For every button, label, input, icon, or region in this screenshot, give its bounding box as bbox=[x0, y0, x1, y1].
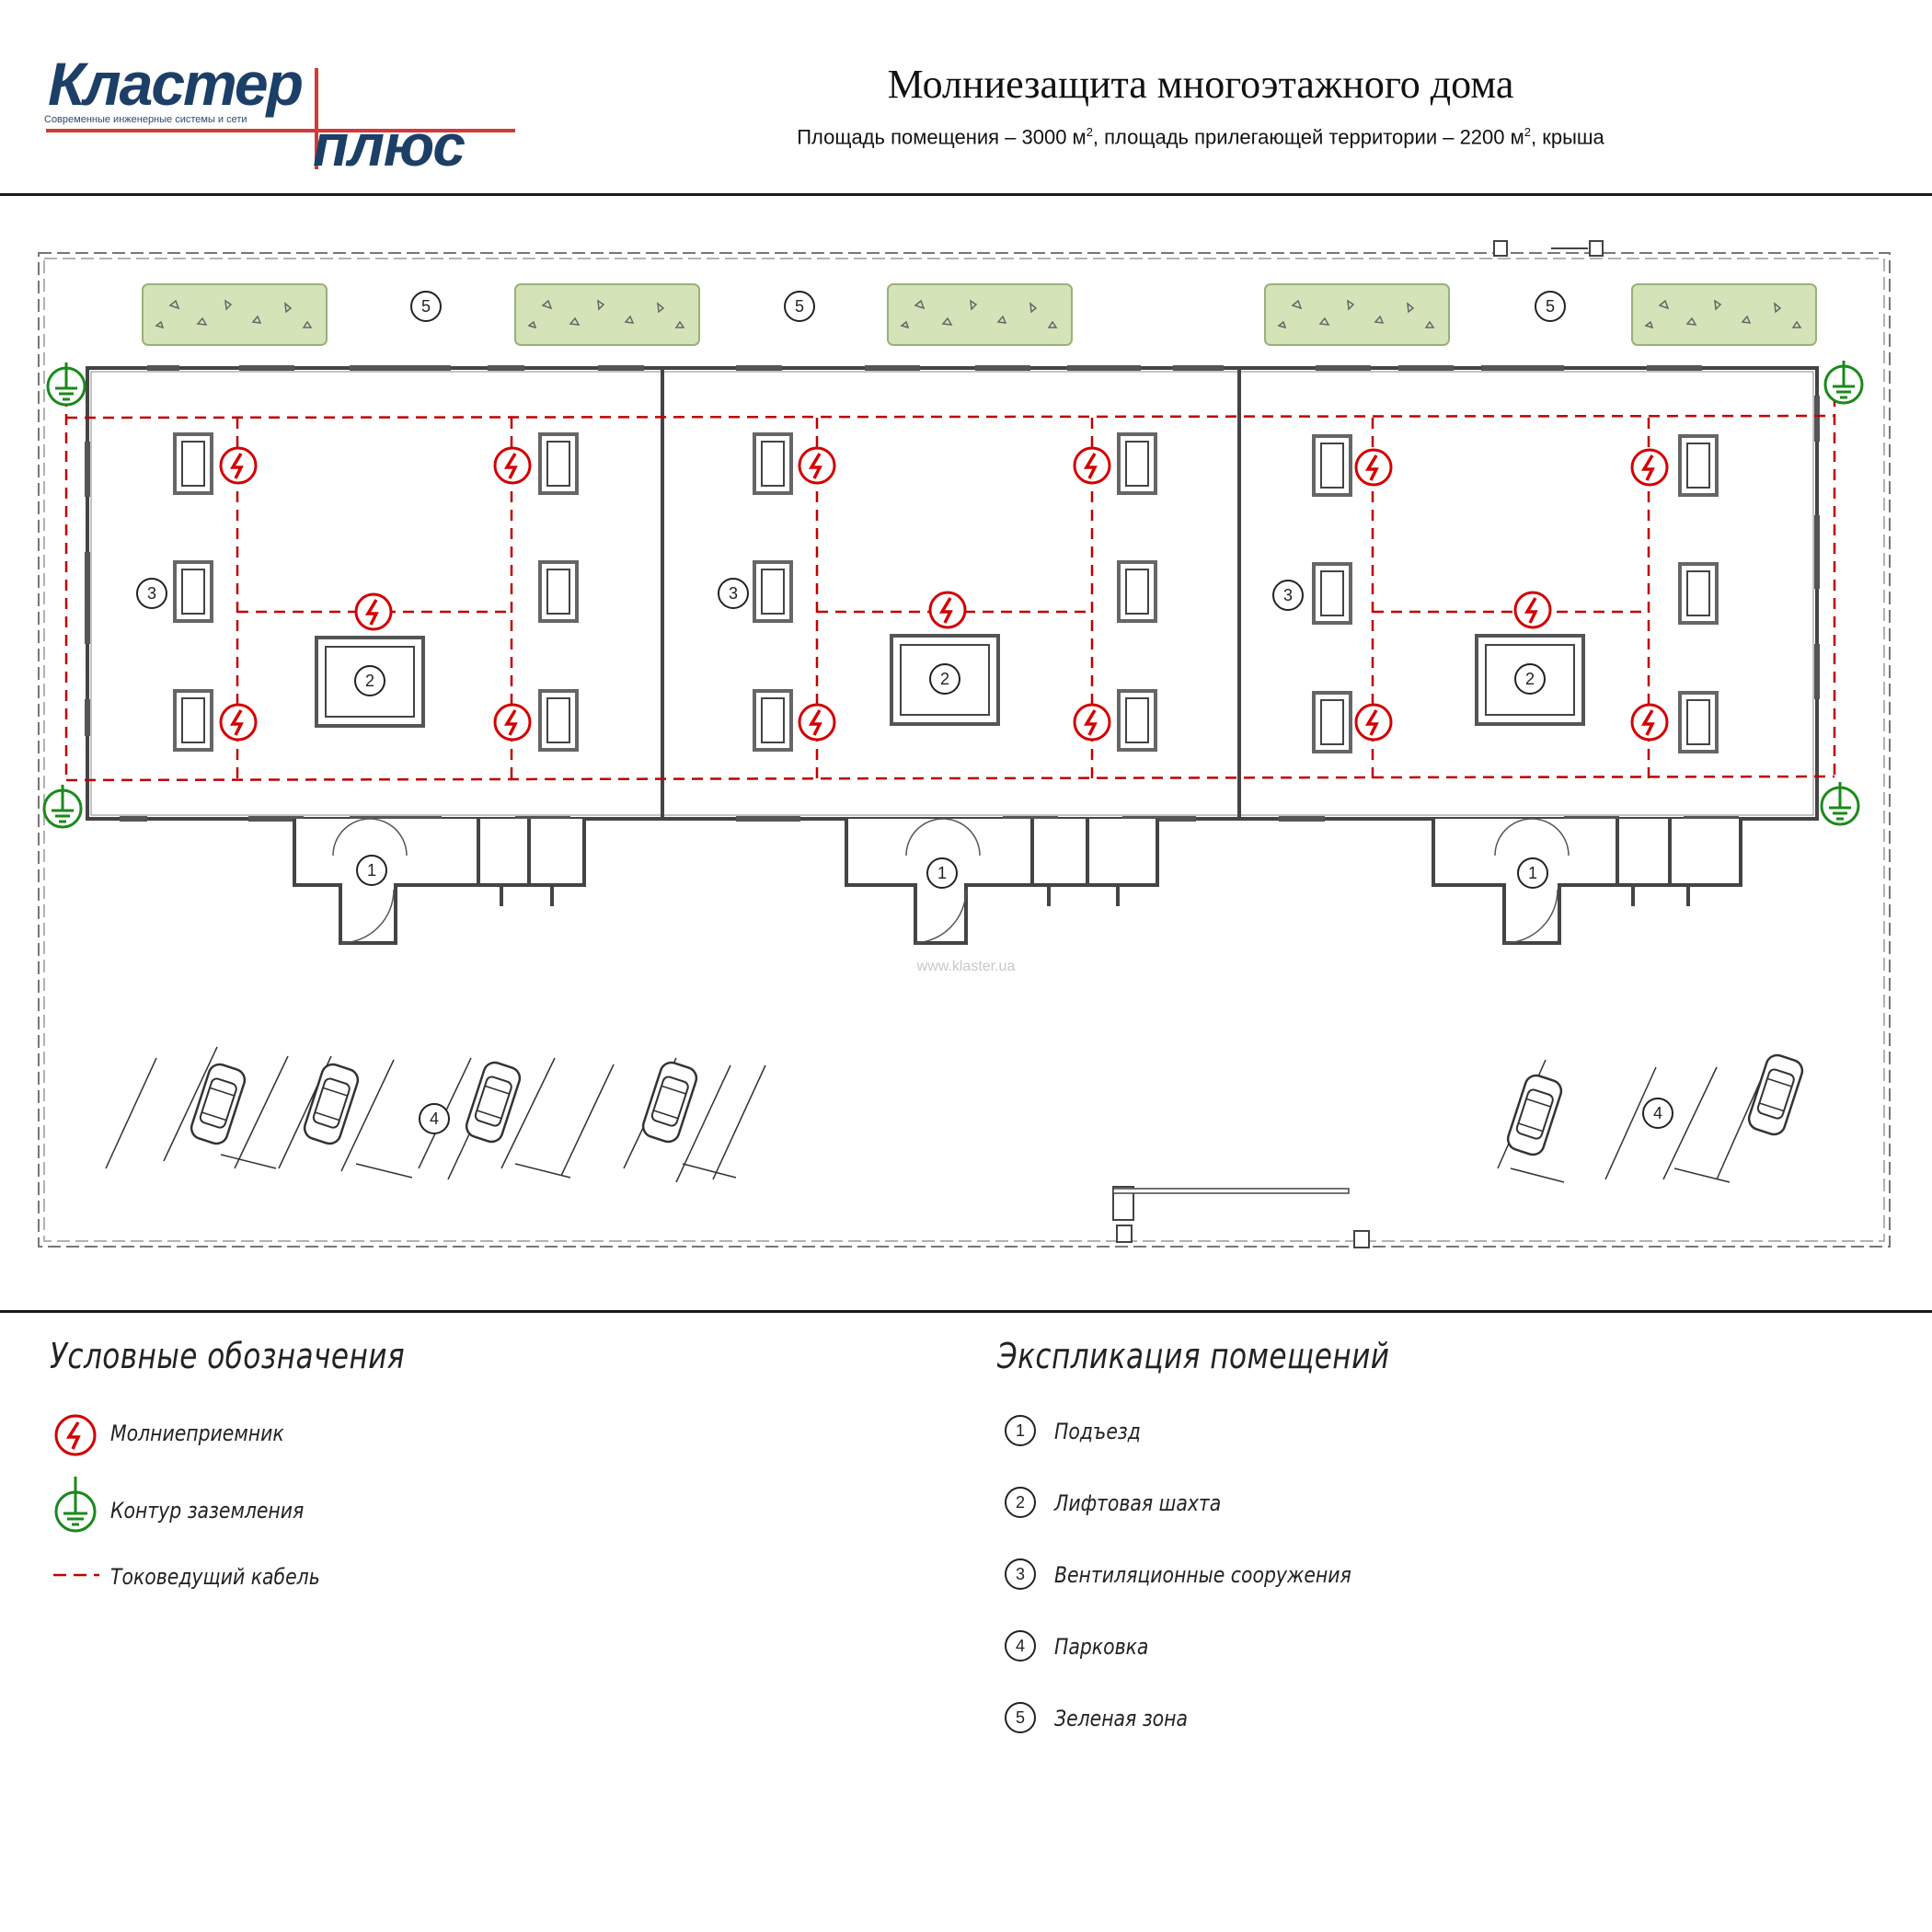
page-title: Молниезащита многоэтажного дома bbox=[887, 62, 1514, 107]
dashed-cable-icon bbox=[53, 1573, 99, 1577]
explication-number-2: 2 bbox=[1005, 1487, 1036, 1518]
logo-cross-horizontal bbox=[46, 129, 515, 132]
barrier-arm bbox=[1112, 1188, 1350, 1194]
marker-3-label: 3 bbox=[1283, 586, 1293, 604]
explication-label-2: Лифтовая шахта bbox=[1054, 1490, 1222, 1516]
explication-heading: Экспликация помещений bbox=[997, 1336, 1390, 1376]
marker-1: 1 bbox=[926, 857, 958, 889]
subtitle-part-3: , крыша bbox=[1530, 125, 1604, 149]
subtitle-part-1: Площадь помещения – 3000 м bbox=[797, 125, 1087, 149]
marker-3-label: 3 bbox=[729, 584, 738, 603]
footer-divider bbox=[0, 1310, 1932, 1313]
barrier-post bbox=[1353, 1230, 1370, 1248]
site-boundary-inner bbox=[43, 258, 1885, 1242]
marker-5: 5 bbox=[784, 291, 815, 322]
gate-post bbox=[1589, 240, 1604, 257]
marker-1-label: 1 bbox=[1528, 864, 1537, 882]
explication-label-3: Вентиляционные сооружения bbox=[1054, 1562, 1351, 1588]
marker-4-label: 4 bbox=[1653, 1104, 1662, 1122]
subtitle-part-2: , площадь прилегающей территории – 2200 … bbox=[1092, 125, 1524, 149]
door-swings bbox=[332, 818, 1570, 944]
marker-2-label: 2 bbox=[1525, 670, 1535, 688]
header-divider bbox=[0, 193, 1932, 196]
explication-label-4: Парковка bbox=[1054, 1634, 1149, 1660]
logo-cross-vertical bbox=[315, 68, 318, 169]
green-zone-bush bbox=[1631, 283, 1817, 346]
marker-1: 1 bbox=[1517, 857, 1548, 889]
site-plan: www.klaster.ua 5 5 5 3 3 3 2 2 2 1 1 1 4… bbox=[38, 240, 1891, 1248]
subtitle-sup-2: 2 bbox=[1524, 125, 1531, 139]
marker-1-label: 1 bbox=[937, 864, 947, 882]
legend-heading: Условные обозначения bbox=[50, 1336, 406, 1376]
barrier-post bbox=[1116, 1225, 1133, 1243]
marker-5: 5 bbox=[410, 291, 442, 322]
gate-post bbox=[1493, 240, 1508, 257]
company-logo: Кластер Современные инженерные системы и… bbox=[37, 46, 515, 184]
marker-5-label: 5 bbox=[1546, 297, 1555, 316]
building-windows bbox=[85, 365, 1820, 822]
legend-label-grounding: Контур заземления bbox=[110, 1498, 305, 1524]
marker-3: 3 bbox=[1272, 580, 1304, 611]
barrier-post bbox=[1112, 1186, 1134, 1221]
watermark: www.klaster.ua bbox=[916, 959, 1016, 974]
entrance-porches bbox=[293, 819, 1742, 945]
marker-5-label: 5 bbox=[795, 297, 804, 316]
marker-3-label: 3 bbox=[147, 584, 156, 603]
legend-label-lightning-rod: Молниеприемник bbox=[110, 1420, 284, 1446]
logo-top-word: Кластер bbox=[48, 50, 304, 118]
explication-number-4: 4 bbox=[1005, 1630, 1036, 1662]
marker-1: 1 bbox=[356, 855, 387, 886]
marker-5: 5 bbox=[1535, 291, 1566, 322]
explication-number-3: 3 bbox=[1005, 1558, 1036, 1590]
lightning-rod-icon bbox=[54, 1414, 97, 1456]
explication-number-5: 5 bbox=[1005, 1702, 1036, 1733]
legend-label-cable: Токоведущий кабель bbox=[110, 1564, 320, 1590]
grounding-icon bbox=[54, 1477, 97, 1533]
green-zone-bush bbox=[142, 283, 328, 346]
marker-1-label: 1 bbox=[367, 861, 376, 880]
marker-3: 3 bbox=[136, 578, 167, 609]
marker-4-label: 4 bbox=[430, 1110, 439, 1128]
building-outline-inner bbox=[90, 371, 1814, 816]
page-subtitle: Площадь помещения – 3000 м2, площадь при… bbox=[644, 125, 1757, 149]
explication-label-1: Подъезд bbox=[1054, 1419, 1141, 1444]
marker-3: 3 bbox=[718, 578, 749, 609]
marker-2: 2 bbox=[929, 663, 960, 695]
marker-4: 4 bbox=[419, 1103, 450, 1134]
subtitle-sup-1: 2 bbox=[1086, 125, 1093, 139]
green-zone-bush bbox=[514, 283, 700, 346]
explication-number-1: 1 bbox=[1005, 1415, 1036, 1446]
logo-tagline: Современные инженерные системы и сети bbox=[44, 114, 247, 125]
marker-2: 2 bbox=[1514, 663, 1546, 695]
marker-2-label: 2 bbox=[940, 670, 949, 688]
green-zone-bush bbox=[1264, 283, 1450, 346]
marker-4: 4 bbox=[1642, 1098, 1673, 1129]
explication-label-5: Зеленая зона bbox=[1054, 1706, 1188, 1731]
marker-5-label: 5 bbox=[421, 297, 431, 316]
green-zone-bush bbox=[887, 283, 1073, 346]
marker-2: 2 bbox=[354, 665, 385, 696]
logo-bottom-word: плюс bbox=[313, 112, 466, 178]
marker-2-label: 2 bbox=[365, 672, 374, 690]
site-boundary-outer bbox=[38, 252, 1891, 1248]
